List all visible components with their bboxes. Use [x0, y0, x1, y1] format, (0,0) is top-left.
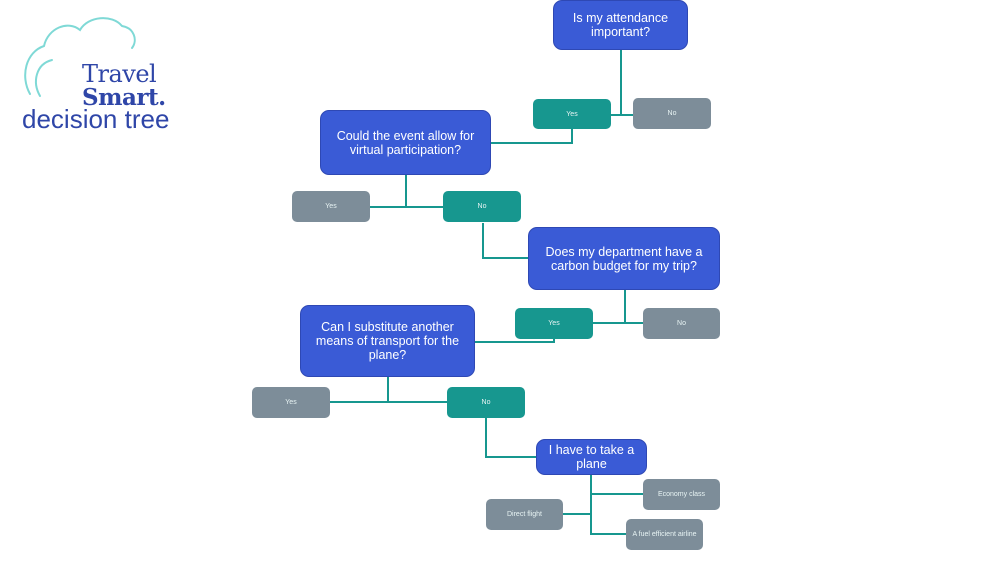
answer-q2-no: No — [443, 191, 521, 222]
question-substitute-transport: Can I substitute another means of transp… — [300, 305, 475, 377]
answer-q4-yes: Yes — [252, 387, 330, 418]
connector-q1-yes-q2 — [491, 128, 573, 144]
page-subtitle: decision tree — [22, 104, 170, 134]
travel-smart-logo: Travel Smart. — [22, 14, 222, 154]
answer-q1-yes: Yes — [533, 99, 611, 129]
answer-q1-no: No — [633, 98, 711, 129]
option-economy-class: Economy class — [643, 479, 720, 510]
connector-q4 — [330, 377, 447, 403]
question-virtual-participation: Could the event allow for virtual partic… — [320, 110, 491, 175]
connector-q3-yes-q4 — [475, 338, 555, 343]
answer-q3-yes: Yes — [515, 308, 593, 339]
question-carbon-budget: Does my department have a carbon budget … — [528, 227, 720, 290]
connector-q2 — [370, 175, 443, 208]
question-attendance-important: Is my attendance important? — [553, 0, 688, 50]
option-efficient-airline: A fuel efficient airline — [626, 519, 703, 550]
connector-q4-no-q5 — [485, 418, 536, 458]
connector-q3 — [593, 290, 643, 324]
answer-q4-no: No — [447, 387, 525, 418]
answer-q3-no: No — [643, 308, 720, 339]
brand-name-line1: Travel — [82, 60, 157, 88]
connector-q2-no-q3 — [482, 223, 528, 259]
cloud-icon — [24, 17, 136, 97]
outcome-take-plane: I have to take a plane — [536, 439, 647, 475]
connector-q5 — [563, 474, 643, 535]
brand-name-line2: Smart. — [82, 84, 166, 111]
connector-q1 — [611, 50, 633, 116]
option-direct-flight: Direct flight — [486, 499, 563, 530]
answer-q2-yes: Yes — [292, 191, 370, 222]
